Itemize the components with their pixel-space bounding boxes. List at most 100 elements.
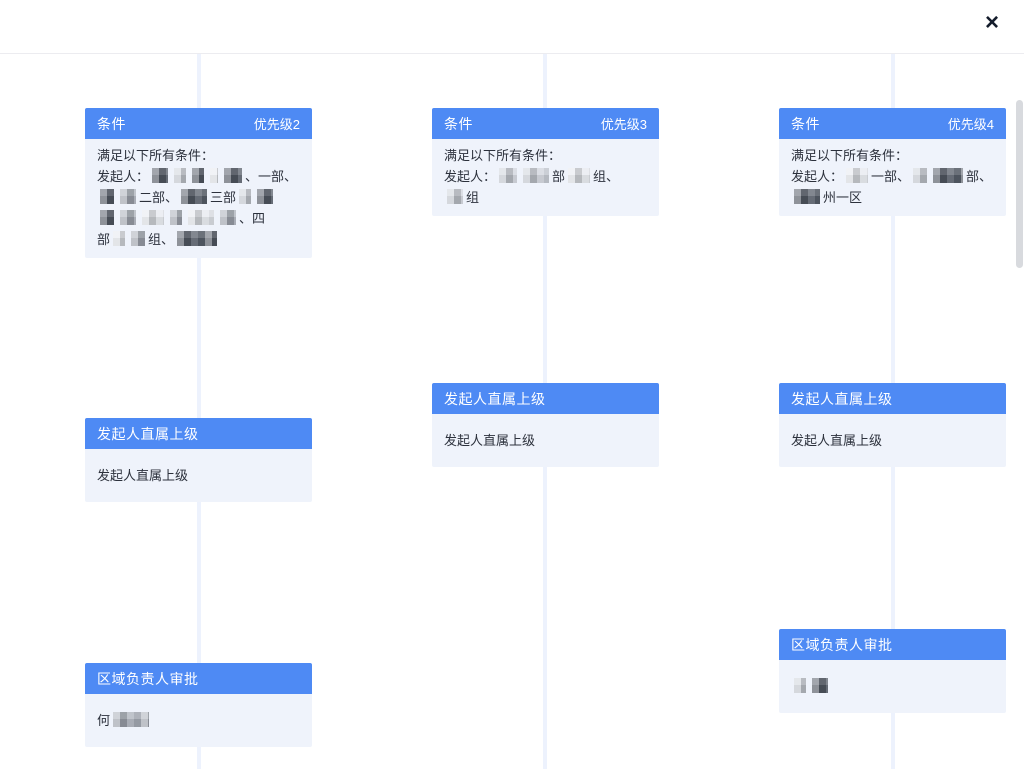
node-body: [779, 660, 1006, 713]
node-title: 条件: [97, 115, 126, 132]
body-line: 州一区: [791, 187, 994, 208]
redacted-text-block: [152, 168, 169, 183]
redacted-text-block: [499, 168, 518, 183]
flow-connector-line: [197, 54, 201, 769]
node-body: 满足以下所有条件： 发起人： 部 组、组: [432, 139, 659, 216]
body-text: 发起人直属上级: [791, 433, 883, 448]
close-button[interactable]: ×: [974, 5, 1010, 41]
redacted-text-block: [113, 712, 150, 727]
priority-badge: 优先级4: [947, 117, 994, 132]
node-body: 发起人直属上级: [85, 449, 312, 502]
node-header: 发起人直属上级: [85, 418, 312, 449]
redacted-text-block: [224, 168, 243, 183]
redacted-text-block: [120, 210, 136, 225]
redacted-text-block: [794, 678, 806, 693]
body-text: 组、: [148, 232, 175, 247]
redacted-text-block: [794, 189, 820, 204]
flow-node-direct-supervisor[interactable]: 发起人直属上级 发起人直属上级: [85, 418, 312, 502]
redacted-text-block: [181, 189, 208, 204]
body-text: 何: [97, 713, 111, 728]
redacted-text-block: [174, 168, 187, 183]
redacted-text-block: [220, 210, 236, 225]
body-text: 组: [466, 190, 480, 205]
redacted-text-block: [913, 168, 928, 183]
body-line: 、四: [97, 208, 300, 229]
body-line: 部 组、: [97, 229, 300, 250]
flow-node-region-approver[interactable]: 区域负责人审批 何: [85, 663, 312, 747]
body-text: 发起人：: [444, 169, 497, 184]
redacted-text-block: [447, 189, 463, 204]
redacted-text-block: [210, 168, 219, 183]
redacted-text-block: [177, 231, 218, 246]
redacted-text-block: [239, 189, 252, 204]
body-text: 满足以下所有条件：: [97, 148, 215, 163]
flow-node-direct-supervisor[interactable]: 发起人直属上级 发起人直属上级: [779, 383, 1006, 467]
redacted-text-block: [812, 678, 828, 693]
node-header: 区域负责人审批: [779, 629, 1006, 660]
redacted-text-block: [170, 210, 182, 225]
modal-header: ×: [0, 0, 1024, 54]
node-title: 区域负责人审批: [97, 670, 199, 687]
redacted-text-block: [120, 189, 136, 204]
redacted-text-block: [257, 189, 274, 204]
node-header: 区域负责人审批: [85, 663, 312, 694]
node-title: 区域负责人审批: [791, 636, 893, 653]
redacted-text-block: [192, 168, 205, 183]
body-line: 发起人：一部、部、: [791, 166, 994, 187]
body-line: 何: [97, 710, 300, 731]
node-body: 发起人直属上级: [432, 414, 659, 467]
redacted-text-block: [131, 231, 146, 246]
redacted-text-block: [188, 210, 214, 225]
body-line: 二部、 三部: [97, 187, 300, 208]
body-text: 组、: [593, 169, 620, 184]
body-text: 满足以下所有条件：: [791, 148, 909, 163]
flow-node-condition-priority4[interactable]: 条件 优先级4 满足以下所有条件： 发起人：一部、部、州一区: [779, 108, 1006, 216]
body-text: 发起人：: [791, 169, 844, 184]
body-text: 三部: [210, 190, 237, 205]
node-title: 发起人直属上级: [791, 390, 893, 407]
flow-node-condition-priority2[interactable]: 条件 优先级2 满足以下所有条件： 发起人： 、一部、二部、 三部、四部 组、: [85, 108, 312, 258]
body-line: [791, 676, 994, 697]
body-text: 部、: [966, 169, 993, 184]
body-line: 满足以下所有条件：: [97, 145, 300, 166]
priority-badge: 优先级3: [600, 117, 647, 132]
body-line: 发起人： 部 组、: [444, 166, 647, 187]
body-text: 发起人：: [97, 169, 150, 184]
flow-canvas: 条件 优先级2 满足以下所有条件：发起人：、一部、二部、三部、四部组、 发起人直…: [0, 54, 1024, 769]
body-text: 部: [97, 232, 111, 247]
body-line: 发起人： 、一部、: [97, 166, 300, 187]
node-title: 发起人直属上级: [444, 390, 546, 407]
body-text: 满足以下所有条件：: [444, 148, 562, 163]
vertical-scrollbar[interactable]: [1016, 100, 1023, 268]
close-icon: ×: [984, 9, 999, 36]
body-line: 发起人直属上级: [791, 430, 994, 451]
body-text: 、一部、: [245, 169, 298, 184]
body-text: 发起人直属上级: [444, 433, 536, 448]
body-line: 组: [444, 187, 647, 208]
flow-node-region-approver[interactable]: 区域负责人审批: [779, 629, 1006, 713]
body-text: 州一区: [823, 190, 863, 205]
node-header: 条件 优先级4: [779, 108, 1006, 139]
node-body: 满足以下所有条件： 发起人：一部、部、州一区: [779, 139, 1006, 216]
node-title: 条件: [444, 115, 473, 132]
body-text: 部: [552, 169, 566, 184]
node-title: 发起人直属上级: [97, 425, 199, 442]
node-title: 条件: [791, 115, 820, 132]
node-header: 条件 优先级2: [85, 108, 312, 139]
flow-node-direct-supervisor[interactable]: 发起人直属上级 发起人直属上级: [432, 383, 659, 467]
body-line: 满足以下所有条件：: [791, 145, 994, 166]
redacted-text-block: [100, 210, 114, 225]
redacted-text-block: [142, 210, 164, 225]
body-line: 满足以下所有条件：: [444, 145, 647, 166]
body-line: 发起人直属上级: [97, 465, 300, 486]
body-line: 发起人直属上级: [444, 430, 647, 451]
redacted-text-block: [846, 168, 869, 183]
node-header: 发起人直属上级: [432, 383, 659, 414]
body-text: 二部、: [139, 190, 179, 205]
redacted-text-block: [933, 168, 964, 183]
redacted-text-block: [113, 231, 126, 246]
body-text: 发起人直属上级: [97, 468, 189, 483]
redacted-text-block: [100, 189, 114, 204]
flow-node-condition-priority3[interactable]: 条件 优先级3 满足以下所有条件： 发起人： 部 组、组: [432, 108, 659, 216]
